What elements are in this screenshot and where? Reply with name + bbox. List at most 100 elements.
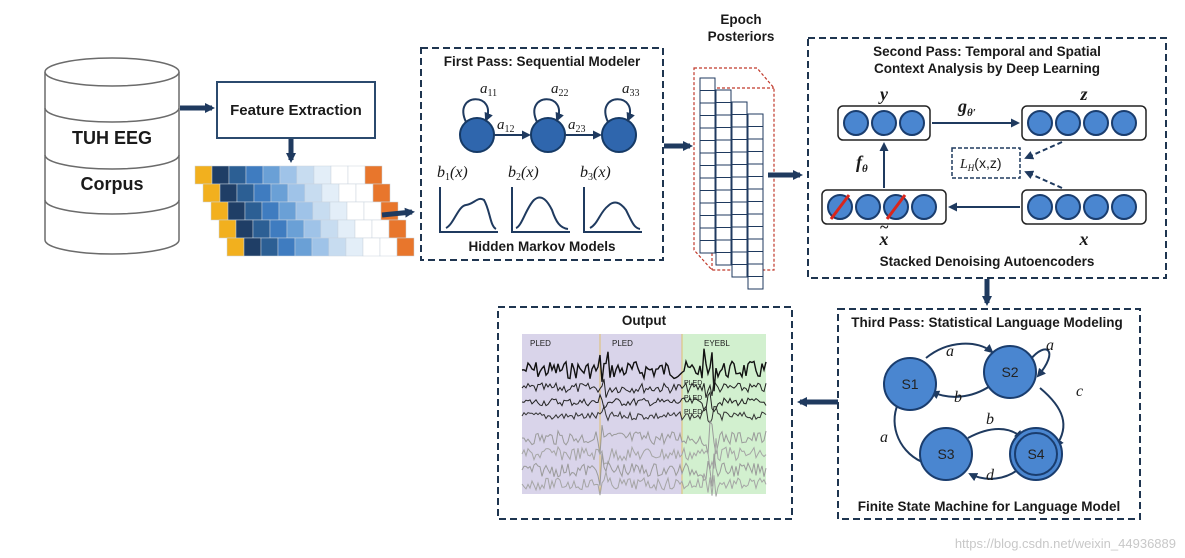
- hmm-b1-label: b1(x): [437, 164, 468, 183]
- state-s1-label: S1: [901, 376, 918, 392]
- third-pass-title: Third Pass: Statistical Language Modelin…: [851, 315, 1123, 330]
- feature-cell: [396, 237, 415, 257]
- corpus-database-icon: [44, 57, 180, 255]
- layer-x-tilde: [821, 189, 947, 225]
- eeg-trace: [521, 471, 767, 497]
- posterior-cell: [699, 115, 716, 129]
- second-pass-title-line2: Context Analysis by Deep Learning: [874, 61, 1100, 76]
- feature-cell: [354, 219, 373, 239]
- feature-cell: [364, 165, 383, 185]
- posterior-cell: [699, 215, 716, 229]
- feature-cell: [345, 237, 364, 257]
- posterior-cell: [747, 163, 764, 177]
- second-pass-title-line1: Second Pass: Temporal and Spatial: [873, 44, 1101, 59]
- watermark: https://blog.csdn.net/weixin_44936889: [955, 536, 1176, 551]
- inline-label-2: PLED: [684, 395, 702, 402]
- posterior-cell: [747, 138, 764, 152]
- posterior-cell: [747, 151, 764, 165]
- second-pass-box: [807, 37, 1167, 279]
- eeg-trace: [521, 391, 767, 413]
- posterior-cell: [715, 202, 732, 216]
- x-tilde-label: x: [879, 229, 889, 249]
- posterior-cell: [747, 113, 764, 127]
- hmm-a22-label: a22: [551, 81, 569, 99]
- feature-cell: [260, 237, 279, 257]
- feature-cell: [211, 165, 230, 185]
- second-pass-caption: Stacked Denoising Autoencoders: [880, 254, 1095, 269]
- posterior-cell: [699, 152, 716, 166]
- posterior-cell: [715, 252, 732, 266]
- third-pass-box: [837, 308, 1141, 520]
- posterior-cell: [731, 189, 748, 203]
- posterior-cell: [747, 126, 764, 140]
- feature-extraction-label: Feature Extraction: [230, 102, 362, 119]
- posterior-cell: [731, 176, 748, 190]
- feature-cell: [379, 237, 398, 257]
- feature-cell: [347, 165, 366, 185]
- posterior-cell: [747, 201, 764, 215]
- feature-cell: [338, 183, 357, 203]
- feature-cell: [235, 219, 254, 239]
- hmm-state-3: [601, 117, 637, 153]
- corruption-mark-2: [885, 194, 907, 220]
- edge-s2-s4-label: c: [1076, 383, 1083, 400]
- loss-from-z-arrow: [1024, 141, 1063, 160]
- posterior-cell: [715, 214, 732, 228]
- hmm-a33-label: a33: [622, 81, 640, 99]
- first-pass-title: First Pass: Sequential Modeler: [444, 54, 641, 69]
- posterior-cell: [731, 226, 748, 240]
- feature-cell: [253, 183, 272, 203]
- feature-cell: [321, 183, 340, 203]
- state-s2: [983, 345, 1037, 399]
- layer-x: [1021, 189, 1147, 225]
- third-pass-caption: Finite State Machine for Language Model: [858, 499, 1121, 514]
- posterior-cell: [731, 101, 748, 115]
- posterior-cell: [731, 139, 748, 153]
- feature-cell: [228, 165, 247, 185]
- first-pass-box: [420, 47, 664, 261]
- edge-s1-s2-label: a: [946, 343, 954, 360]
- feature-cell: [202, 183, 221, 203]
- epoch-posteriors-line1: Epoch: [720, 12, 761, 27]
- posterior-cell: [715, 164, 732, 178]
- posterior-cell: [699, 165, 716, 179]
- hmm-b2-label: b2(x): [508, 164, 539, 183]
- posterior-cell: [731, 239, 748, 253]
- posterior-cell: [731, 214, 748, 228]
- posterior-cell: [747, 263, 764, 277]
- feature-cell: [236, 183, 255, 203]
- hmm-a12-label: a12: [497, 117, 515, 135]
- output-title: Output: [622, 313, 667, 328]
- feature-cell: [371, 219, 390, 239]
- posterior-cell: [699, 240, 716, 254]
- loss-from-x-arrow: [1024, 170, 1063, 189]
- posterior-cell: [747, 188, 764, 202]
- f-theta-label: fθ: [856, 152, 868, 175]
- feature-cell: [355, 183, 374, 203]
- posterior-cell: [699, 102, 716, 116]
- edge-s3-s1-label: a: [880, 429, 888, 446]
- feature-cell: [262, 165, 281, 185]
- posterior-cell: [731, 201, 748, 215]
- fsm-states: [883, 345, 1063, 481]
- feature-cell: [287, 183, 306, 203]
- corruption-mark-1: [829, 194, 851, 220]
- hmm-a23-label: a23: [568, 117, 586, 135]
- posterior-cell: [747, 213, 764, 227]
- edge-s2-self-label: a: [1046, 337, 1054, 354]
- posterior-cell: [731, 164, 748, 178]
- posterior-cube-outline: [693, 67, 775, 271]
- posterior-cell: [699, 140, 716, 154]
- feature-cell: [210, 201, 229, 221]
- posterior-cell: [715, 139, 732, 153]
- hmm-a11-label: a11: [480, 81, 497, 99]
- feature-cell: [269, 219, 288, 239]
- posterior-cell: [747, 226, 764, 240]
- eeg-output-panel: [521, 334, 767, 497]
- segment-label-3: EYEBL: [704, 339, 730, 348]
- eeg-trace: [521, 419, 767, 455]
- feature-cell: [194, 165, 213, 185]
- feature-cell: [296, 165, 315, 185]
- posterior-cell: [731, 251, 748, 265]
- edge-s3-s4-label: b: [986, 411, 994, 428]
